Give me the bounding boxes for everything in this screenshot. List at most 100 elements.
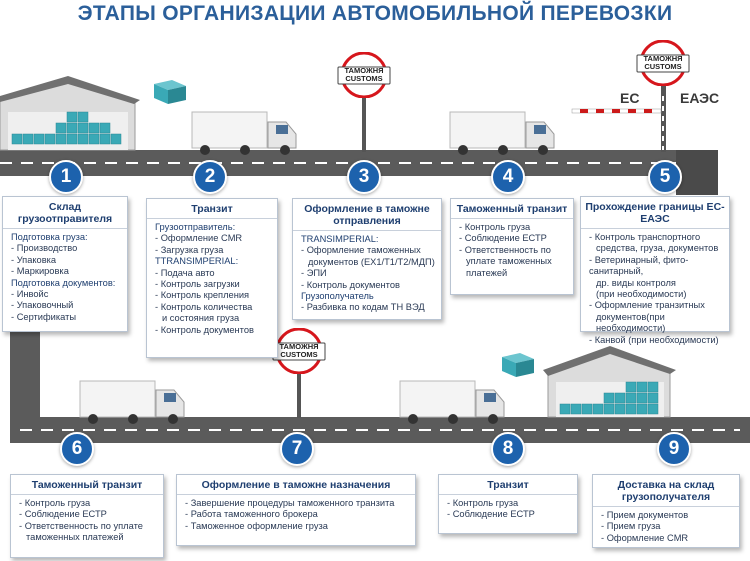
customs-sign-border-text: ТАМОЖНЯ CUSTOMS bbox=[636, 55, 690, 71]
step-card-1-item: Маркировка bbox=[11, 266, 123, 277]
customs-sign-2-line2: CUSTOMS bbox=[280, 350, 318, 359]
customs-sign-border-line2: CUSTOMS bbox=[644, 62, 682, 71]
step-card-1-item: Подготовка документов: bbox=[11, 277, 116, 288]
step-card-6-list: Контроль грузаСоблюдение ЕСТРОтветственн… bbox=[11, 495, 163, 546]
step-card-8-item: Контроль груза bbox=[447, 498, 573, 509]
step-card-3-header: Оформление в таможне отправления bbox=[293, 199, 441, 231]
step-card-2-header: Транзит bbox=[147, 199, 277, 219]
step-number-1: 1 bbox=[49, 160, 83, 194]
receiver-warehouse bbox=[543, 346, 676, 418]
step-card-5-item: документов(при необходимости) bbox=[596, 311, 666, 334]
customs-sign-2: ТАМОЖНЯ CUSTOMS bbox=[266, 327, 332, 379]
step-card-7-header: Оформление в таможне назначения bbox=[177, 475, 415, 495]
step-number-6: 6 bbox=[60, 432, 94, 466]
customs-sign-2-text: ТАМОЖНЯ CUSTOMS bbox=[272, 343, 326, 359]
step-card-2-list: Грузоотправитель:Оформление CMRЗагрузка … bbox=[147, 219, 277, 338]
step-card-1-item: Упаковочный bbox=[11, 300, 123, 311]
step-card-6-header: Таможенный транзит bbox=[11, 475, 163, 495]
step-card-3-item: Контроль документов bbox=[301, 280, 437, 291]
step-number-8: 8 bbox=[491, 432, 525, 466]
step-card-4-item: Контроль груза bbox=[459, 222, 569, 233]
step-card-9-header: Доставка на склад грузополучателя bbox=[593, 475, 739, 507]
page-title: ЭТАПЫ ОРГАНИЗАЦИИ АВТОМОБИЛЬНОЙ ПЕРЕВОЗК… bbox=[77, 2, 673, 25]
border-barrier bbox=[571, 80, 666, 152]
step-card-5-item: Канвой (при необходимости) bbox=[589, 335, 725, 346]
step-card-7-item: Таможенное оформление груза bbox=[185, 521, 411, 532]
step-card-6-item: Ответственность по уплате bbox=[19, 521, 159, 532]
customs-sign-1-line2: CUSTOMS bbox=[345, 74, 383, 83]
step-card-5-item: др. виды контроля bbox=[596, 277, 676, 288]
step-card-3-item: Грузополучатель bbox=[301, 291, 374, 302]
customs-sign-pole-2 bbox=[297, 372, 301, 418]
step-card-3-item: документов (EX1/T1/T2/МДП) bbox=[308, 256, 435, 267]
step-card-4-header: Таможенный транзит bbox=[451, 199, 573, 219]
step-card-1-list: Подготовка груза:ПроизводствоУпаковкаМар… bbox=[3, 229, 127, 325]
step-card-8-header: Транзит bbox=[439, 475, 577, 495]
step-card-6: Таможенный транзитКонтроль грузаСоблюден… bbox=[10, 474, 164, 558]
step-card-3-item: ЭПИ bbox=[301, 268, 437, 279]
step-card-4-list: Контроль грузаСоблюдение ЕСТРОтветственн… bbox=[451, 219, 573, 281]
step-card-8: ТранзитКонтроль грузаСоблюдение ЕСТР bbox=[438, 474, 578, 534]
customs-sign-2-line1: ТАМОЖНЯ bbox=[279, 342, 319, 351]
step-card-2-item: Контроль количества bbox=[155, 302, 273, 313]
customs-sign-1-text: ТАМОЖНЯ CUSTOMS bbox=[337, 67, 391, 83]
step-card-9: Доставка на склад грузополучателяПрием д… bbox=[592, 474, 740, 548]
step-number-2: 2 bbox=[193, 160, 227, 194]
customs-sign-1: ТАМОЖНЯ CUSTOMS bbox=[331, 51, 397, 103]
step-card-2-item: Контроль крепления bbox=[155, 290, 273, 301]
step-card-5-header: Прохождение границы ЕС-ЕАЭС bbox=[581, 197, 729, 229]
step-card-4-item: Соблюдение ЕСТР bbox=[459, 233, 569, 244]
step-card-1-item: Инвойс bbox=[11, 289, 123, 300]
step-card-7-item: Работа таможенного брокера bbox=[185, 509, 411, 520]
step-card-4-item: уплате таможенных bbox=[466, 256, 552, 267]
step-card-5: Прохождение границы ЕС-ЕАЭСКонтроль тран… bbox=[580, 196, 730, 345]
step-card-3-item: TRANSIMPERIAL: bbox=[301, 234, 379, 244]
step-card-5-item: Оформление транзитных bbox=[589, 300, 725, 311]
step-card-4: Таможенный транзитКонтроль грузаСоблюден… bbox=[450, 198, 574, 295]
step-card-2-item: и состояния груза bbox=[162, 313, 240, 324]
truck-lower-2 bbox=[399, 380, 505, 424]
step-number-3: 3 bbox=[347, 160, 381, 194]
step-card-8-list: Контроль грузаСоблюдение ЕСТР bbox=[439, 495, 577, 523]
customs-sign-border-line1: ТАМОЖНЯ bbox=[643, 54, 683, 63]
cargo-box-lower bbox=[502, 353, 534, 377]
border-label-eaeu: ЕАЭС bbox=[680, 90, 720, 106]
step-card-1-item: Упаковка bbox=[11, 255, 123, 266]
step-card-9-item: Оформление CMR bbox=[601, 533, 735, 544]
step-card-2-item: Загрузка груза bbox=[155, 245, 273, 256]
step-card-1-item: Производство bbox=[11, 243, 123, 254]
truck-lower-1 bbox=[79, 380, 185, 424]
step-number-9: 9 bbox=[657, 432, 691, 466]
customs-sign-1-line1: ТАМОЖНЯ bbox=[344, 66, 384, 75]
customs-sign-pole-1 bbox=[362, 96, 366, 152]
step-card-7: Оформление в таможне назначенияЗавершени… bbox=[176, 474, 416, 546]
truck-upper-1 bbox=[191, 111, 297, 155]
step-card-6-item: таможенных платежей bbox=[26, 532, 124, 543]
step-card-1-item: Подготовка груза: bbox=[11, 232, 88, 242]
sender-warehouse bbox=[0, 76, 140, 151]
step-card-2-item: Грузоотправитель: bbox=[155, 222, 236, 232]
step-card-1-header: Склад грузоотправителя bbox=[3, 197, 127, 229]
left-connector-road bbox=[10, 330, 40, 420]
step-card-6-item: Контроль груза bbox=[19, 498, 159, 509]
step-card-2-item: TTRANSIMPERIAL: bbox=[155, 256, 239, 267]
step-card-5-item: средства, груза, документов bbox=[596, 243, 719, 254]
step-number-7: 7 bbox=[280, 432, 314, 466]
step-card-7-list: Завершение процедуры таможенного транзит… bbox=[177, 495, 415, 534]
step-number-5: 5 bbox=[648, 160, 682, 194]
step-card-5-item: (при необходимости) bbox=[596, 289, 687, 300]
step-card-3-list: TRANSIMPERIAL:Оформление таможенныхдокум… bbox=[293, 231, 441, 316]
border-label-eu: ЕС bbox=[620, 90, 640, 106]
step-card-2-item: Подача авто bbox=[155, 268, 273, 279]
step-card-8-item: Соблюдение ЕСТР bbox=[447, 509, 573, 520]
customs-sign-border: ТАМОЖНЯ CUSTOMS bbox=[630, 39, 696, 91]
step-card-1-item: Сертификаты bbox=[11, 312, 123, 323]
step-card-9-list: Прием документовПрием грузаОформление CM… bbox=[593, 507, 739, 546]
step-card-4-item: платежей bbox=[466, 267, 508, 278]
